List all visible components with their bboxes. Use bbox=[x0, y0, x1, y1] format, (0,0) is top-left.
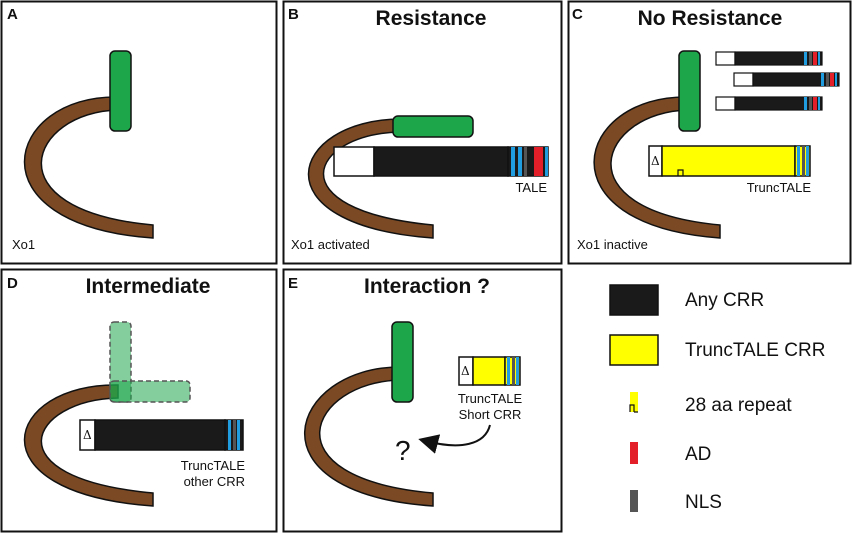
other-crr bbox=[94, 419, 226, 451]
panel-c-frame bbox=[567, 0, 852, 265]
panel-c-caption: Xo1 inactive bbox=[577, 237, 648, 252]
panel-c-letter: C bbox=[572, 6, 583, 23]
panel-e-letter: E bbox=[288, 275, 298, 292]
tale-label: TALE bbox=[515, 180, 547, 195]
xo1-head bbox=[109, 50, 132, 132]
legend-swatch-28aa-repeat bbox=[630, 392, 638, 412]
tale-small-1 bbox=[715, 51, 823, 66]
28aa-repeat-notch bbox=[677, 169, 684, 176]
trunctale-label-1: TruncTALE bbox=[181, 458, 246, 473]
delta-symbol: Δ bbox=[83, 428, 92, 442]
panel-e-frame bbox=[282, 268, 563, 533]
nls-band bbox=[511, 147, 515, 176]
legend-swatch-ad bbox=[630, 442, 638, 464]
legend-label: AD bbox=[685, 444, 711, 465]
tale-n-terminus bbox=[333, 146, 375, 177]
xo1-stem bbox=[304, 366, 434, 507]
panel-b-frame bbox=[282, 0, 563, 265]
legend-swatch-any-crr bbox=[609, 284, 659, 316]
28aa-repeat-notch bbox=[629, 404, 638, 413]
delta-symbol: Δ bbox=[651, 154, 660, 168]
trunctale-protein bbox=[648, 145, 811, 177]
tale-protein bbox=[333, 146, 549, 177]
xo1-stem bbox=[23, 96, 154, 239]
panel-d-letter: D bbox=[7, 275, 18, 292]
trunctale-label: TruncTALE bbox=[747, 180, 812, 195]
legend: Any CRR TruncTALE CRR 28 aa repeat AD NL… bbox=[609, 284, 825, 513]
panel-a-caption: Xo1 bbox=[12, 237, 35, 252]
nls-band bbox=[237, 420, 240, 450]
legend-swatch-nls bbox=[630, 490, 638, 512]
nls-band bbox=[512, 357, 515, 385]
trunctale-label-2: Short CRR bbox=[459, 407, 522, 422]
nls-band bbox=[802, 146, 805, 176]
panel-d-frame bbox=[0, 268, 278, 533]
nls-band bbox=[516, 357, 519, 385]
trunctale-label-2: other CRR bbox=[184, 474, 245, 489]
panel-d-title: Intermediate bbox=[86, 275, 211, 298]
panel-a-letter: A bbox=[7, 6, 18, 23]
question-mark: ? bbox=[395, 435, 411, 466]
trunctale-short-crr bbox=[458, 356, 521, 386]
legend-label: NLS bbox=[685, 492, 722, 513]
nls-band bbox=[524, 147, 527, 176]
nls-band bbox=[507, 357, 510, 385]
xo1-head-activated bbox=[392, 115, 474, 138]
nls-band bbox=[228, 420, 231, 450]
nls-band bbox=[545, 147, 548, 176]
xo1-stem bbox=[307, 118, 434, 239]
trunctale-other-crr bbox=[79, 419, 244, 451]
panel-c-title: No Resistance bbox=[638, 7, 783, 30]
tale-small-3 bbox=[715, 96, 823, 111]
legend-swatch-trunctale-crr bbox=[609, 334, 659, 366]
tale-small-2 bbox=[733, 72, 840, 87]
tale-crr bbox=[373, 146, 509, 177]
trunctale-crr bbox=[661, 145, 796, 177]
xo1-stem bbox=[23, 384, 154, 507]
panel-b-letter: B bbox=[288, 6, 299, 23]
xo1-head bbox=[391, 321, 414, 403]
nls-band bbox=[797, 146, 800, 176]
nls-band bbox=[233, 420, 236, 450]
panel-a-frame bbox=[0, 0, 278, 265]
legend-label: 28 aa repeat bbox=[685, 395, 792, 416]
legend-label: TruncTALE CRR bbox=[685, 340, 825, 361]
panel-b-title: Resistance bbox=[376, 7, 487, 30]
xo1-head bbox=[678, 50, 701, 132]
legend-label: Any CRR bbox=[685, 290, 764, 311]
trunctale-label-1: TruncTALE bbox=[458, 391, 523, 406]
panel-b-caption: Xo1 activated bbox=[291, 237, 370, 252]
interaction-arrow bbox=[418, 424, 491, 454]
panel-e-title: Interaction ? bbox=[364, 275, 490, 298]
nls-band bbox=[518, 147, 522, 176]
delta-symbol: Δ bbox=[461, 364, 470, 378]
xo1-head-ghost-horizontal bbox=[109, 380, 191, 403]
xo1-stem bbox=[593, 96, 721, 239]
ad-band bbox=[534, 147, 543, 176]
nls-band bbox=[806, 146, 809, 176]
short-crr bbox=[472, 356, 506, 386]
